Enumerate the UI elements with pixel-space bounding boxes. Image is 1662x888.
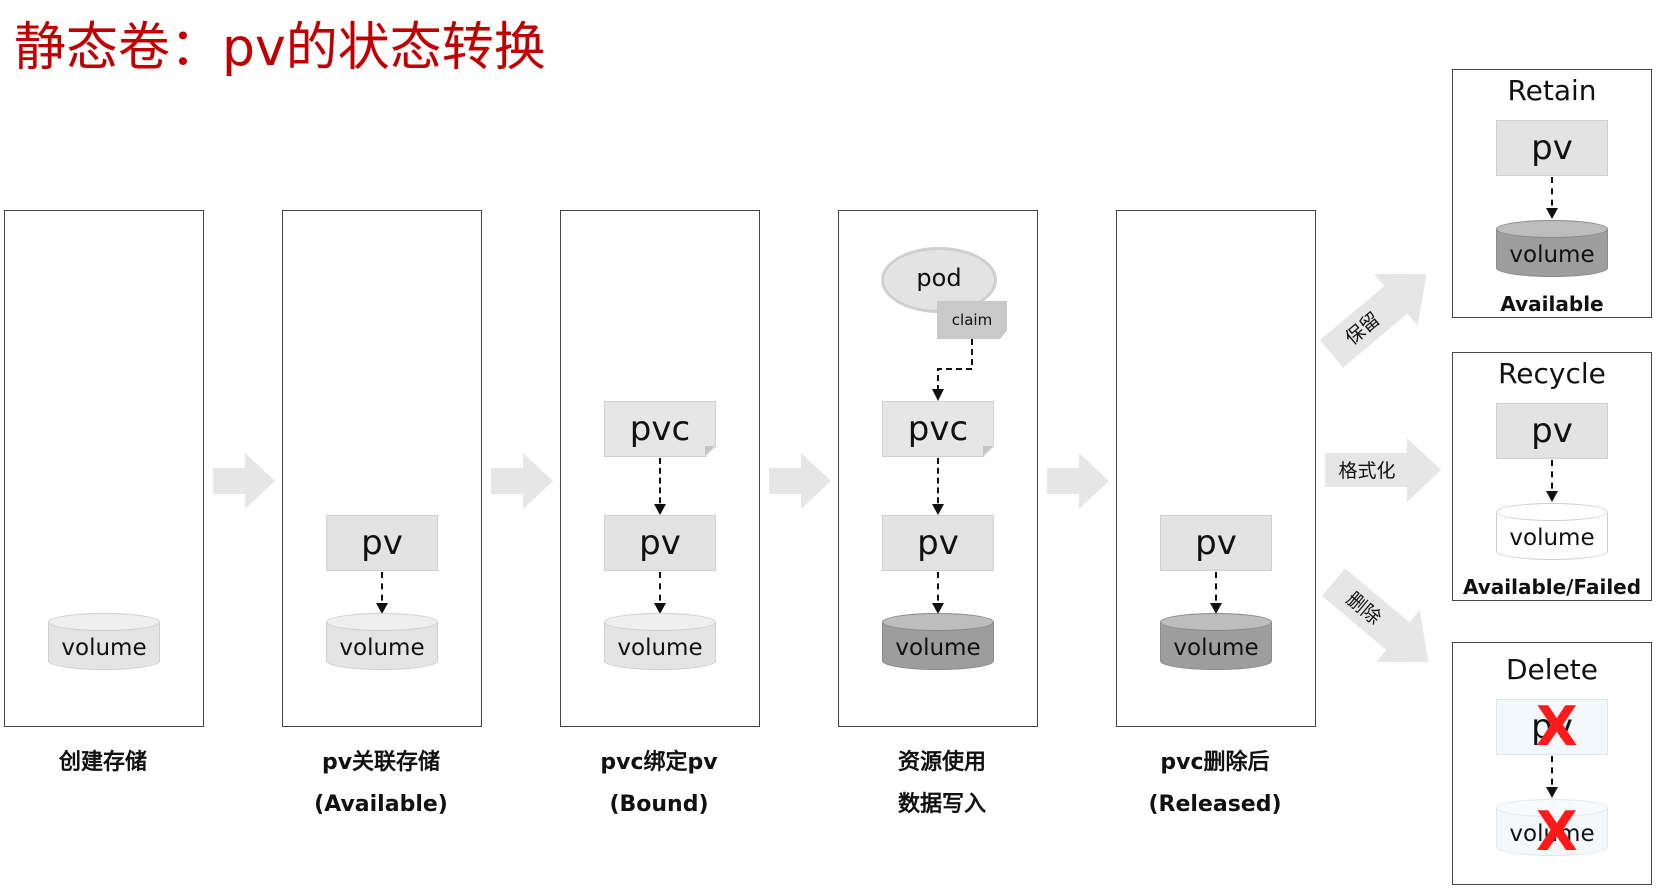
delete-x-icon: X: [1536, 800, 1578, 863]
caption-line: pvc删除后: [1160, 750, 1270, 775]
policy-recycle: Recycle pv volume Available/Failed: [1452, 352, 1652, 601]
claim-label: claim: [951, 311, 993, 329]
stage-resource-use: pod claim pvc pv volume: [838, 210, 1038, 727]
volume-label: volume: [1173, 635, 1259, 661]
caption-stage-5: pvc删除后 (Released): [1085, 742, 1345, 826]
stage-released: pv volume: [1116, 210, 1316, 727]
volume-label: volume: [895, 635, 981, 661]
volume-cylinder: volume: [326, 613, 438, 679]
policy-delete: Delete pv X volume X: [1452, 642, 1652, 885]
stage-arrow-1: [213, 453, 275, 509]
pv-label: pv: [1531, 707, 1573, 747]
volume-cylinder-deleted: volume: [1496, 799, 1608, 865]
policy-title: Retain: [1507, 74, 1597, 107]
dashed-arrow: [932, 458, 944, 515]
pv-label: pv: [1195, 523, 1237, 563]
caption-stage-3: pvc绑定pv (Bound): [529, 742, 789, 826]
dashed-arrow: [932, 572, 944, 614]
stage-arrow-4: [1047, 453, 1109, 509]
pv-box: pv: [1496, 120, 1608, 176]
dashed-arrow: [1546, 177, 1558, 219]
pvc-box: pvc: [604, 401, 716, 457]
pv-label: pv: [917, 523, 959, 563]
stage-create-storage: volume: [4, 210, 204, 727]
page-title: 静态卷：pv的状态转换: [14, 18, 546, 78]
dashed-arrow: [1546, 460, 1558, 502]
volume-label: volume: [339, 635, 425, 661]
pv-box: pv: [1496, 403, 1608, 459]
caption-line: 数据写入: [897, 792, 986, 817]
pv-label: pv: [639, 523, 681, 563]
volume-cylinder: volume: [1496, 220, 1608, 286]
pvc-label: pvc: [629, 409, 691, 449]
stage-arrow-2: [491, 453, 553, 509]
stage-pvc-bound: pvc pv volume: [560, 210, 760, 727]
volume-label: volume: [1509, 242, 1595, 268]
policy-status: Available: [1500, 292, 1604, 316]
dashed-arrow: [654, 572, 666, 614]
caption-line: 资源使用: [897, 750, 986, 775]
caption-stage-2: pv关联存储 (Available): [251, 742, 511, 826]
volume-cylinder-in-use: volume: [882, 613, 994, 679]
pv-box: pv: [882, 515, 994, 571]
policy-title: Recycle: [1498, 357, 1606, 390]
pv-label: pv: [361, 523, 403, 563]
stage-arrow-3: [769, 453, 831, 509]
volume-label: volume: [61, 635, 147, 661]
pod-label: pod: [916, 264, 962, 292]
dashed-arrow: [1546, 756, 1558, 798]
dashed-arrow: [376, 572, 388, 614]
volume-label: volume: [1509, 821, 1595, 847]
dashed-arrow: [1210, 572, 1222, 614]
caption-line: (Bound): [609, 792, 709, 817]
caption-line: pv关联存储: [321, 750, 441, 775]
pv-label: pv: [1531, 128, 1573, 168]
policy-status: Available/Failed: [1462, 575, 1642, 599]
policy-arrows: 保留 格式化 删除: [1319, 273, 1441, 663]
caption-line: pvc绑定pv: [600, 750, 718, 775]
pv-box: pv: [326, 515, 438, 571]
policy-title: Delete: [1506, 653, 1598, 686]
pv-box-deleted: pv: [1496, 699, 1608, 755]
policy-retain: Retain pv volume Available: [1452, 69, 1652, 318]
claim-connector: [932, 339, 973, 401]
pv-label: pv: [1531, 411, 1573, 451]
volume-cylinder: volume: [48, 613, 160, 679]
claim-tag: claim: [937, 301, 1007, 339]
pv-box: pv: [604, 515, 716, 571]
caption-stage-4: 资源使用 数据写入: [812, 742, 1072, 826]
pvc-label: pvc: [907, 409, 969, 449]
dashed-arrow: [654, 458, 666, 515]
volume-cylinder: volume: [604, 613, 716, 679]
delete-x-icon: X: [1536, 695, 1578, 758]
volume-label: volume: [617, 635, 703, 661]
caption-line: 创建存储: [58, 750, 147, 775]
stage-pv-associate: pv volume: [282, 210, 482, 727]
volume-label: volume: [1509, 525, 1595, 551]
pvc-box: pvc: [882, 401, 994, 457]
volume-cylinder-released: volume: [1160, 613, 1272, 679]
arrow-label-recycle: 格式化: [1338, 460, 1395, 482]
caption-line: (Available): [314, 792, 448, 817]
pv-box: pv: [1160, 515, 1272, 571]
caption-line: (Released): [1148, 792, 1282, 817]
volume-cylinder: volume: [1496, 503, 1608, 569]
caption-stage-1: 创建存储: [0, 742, 233, 784]
